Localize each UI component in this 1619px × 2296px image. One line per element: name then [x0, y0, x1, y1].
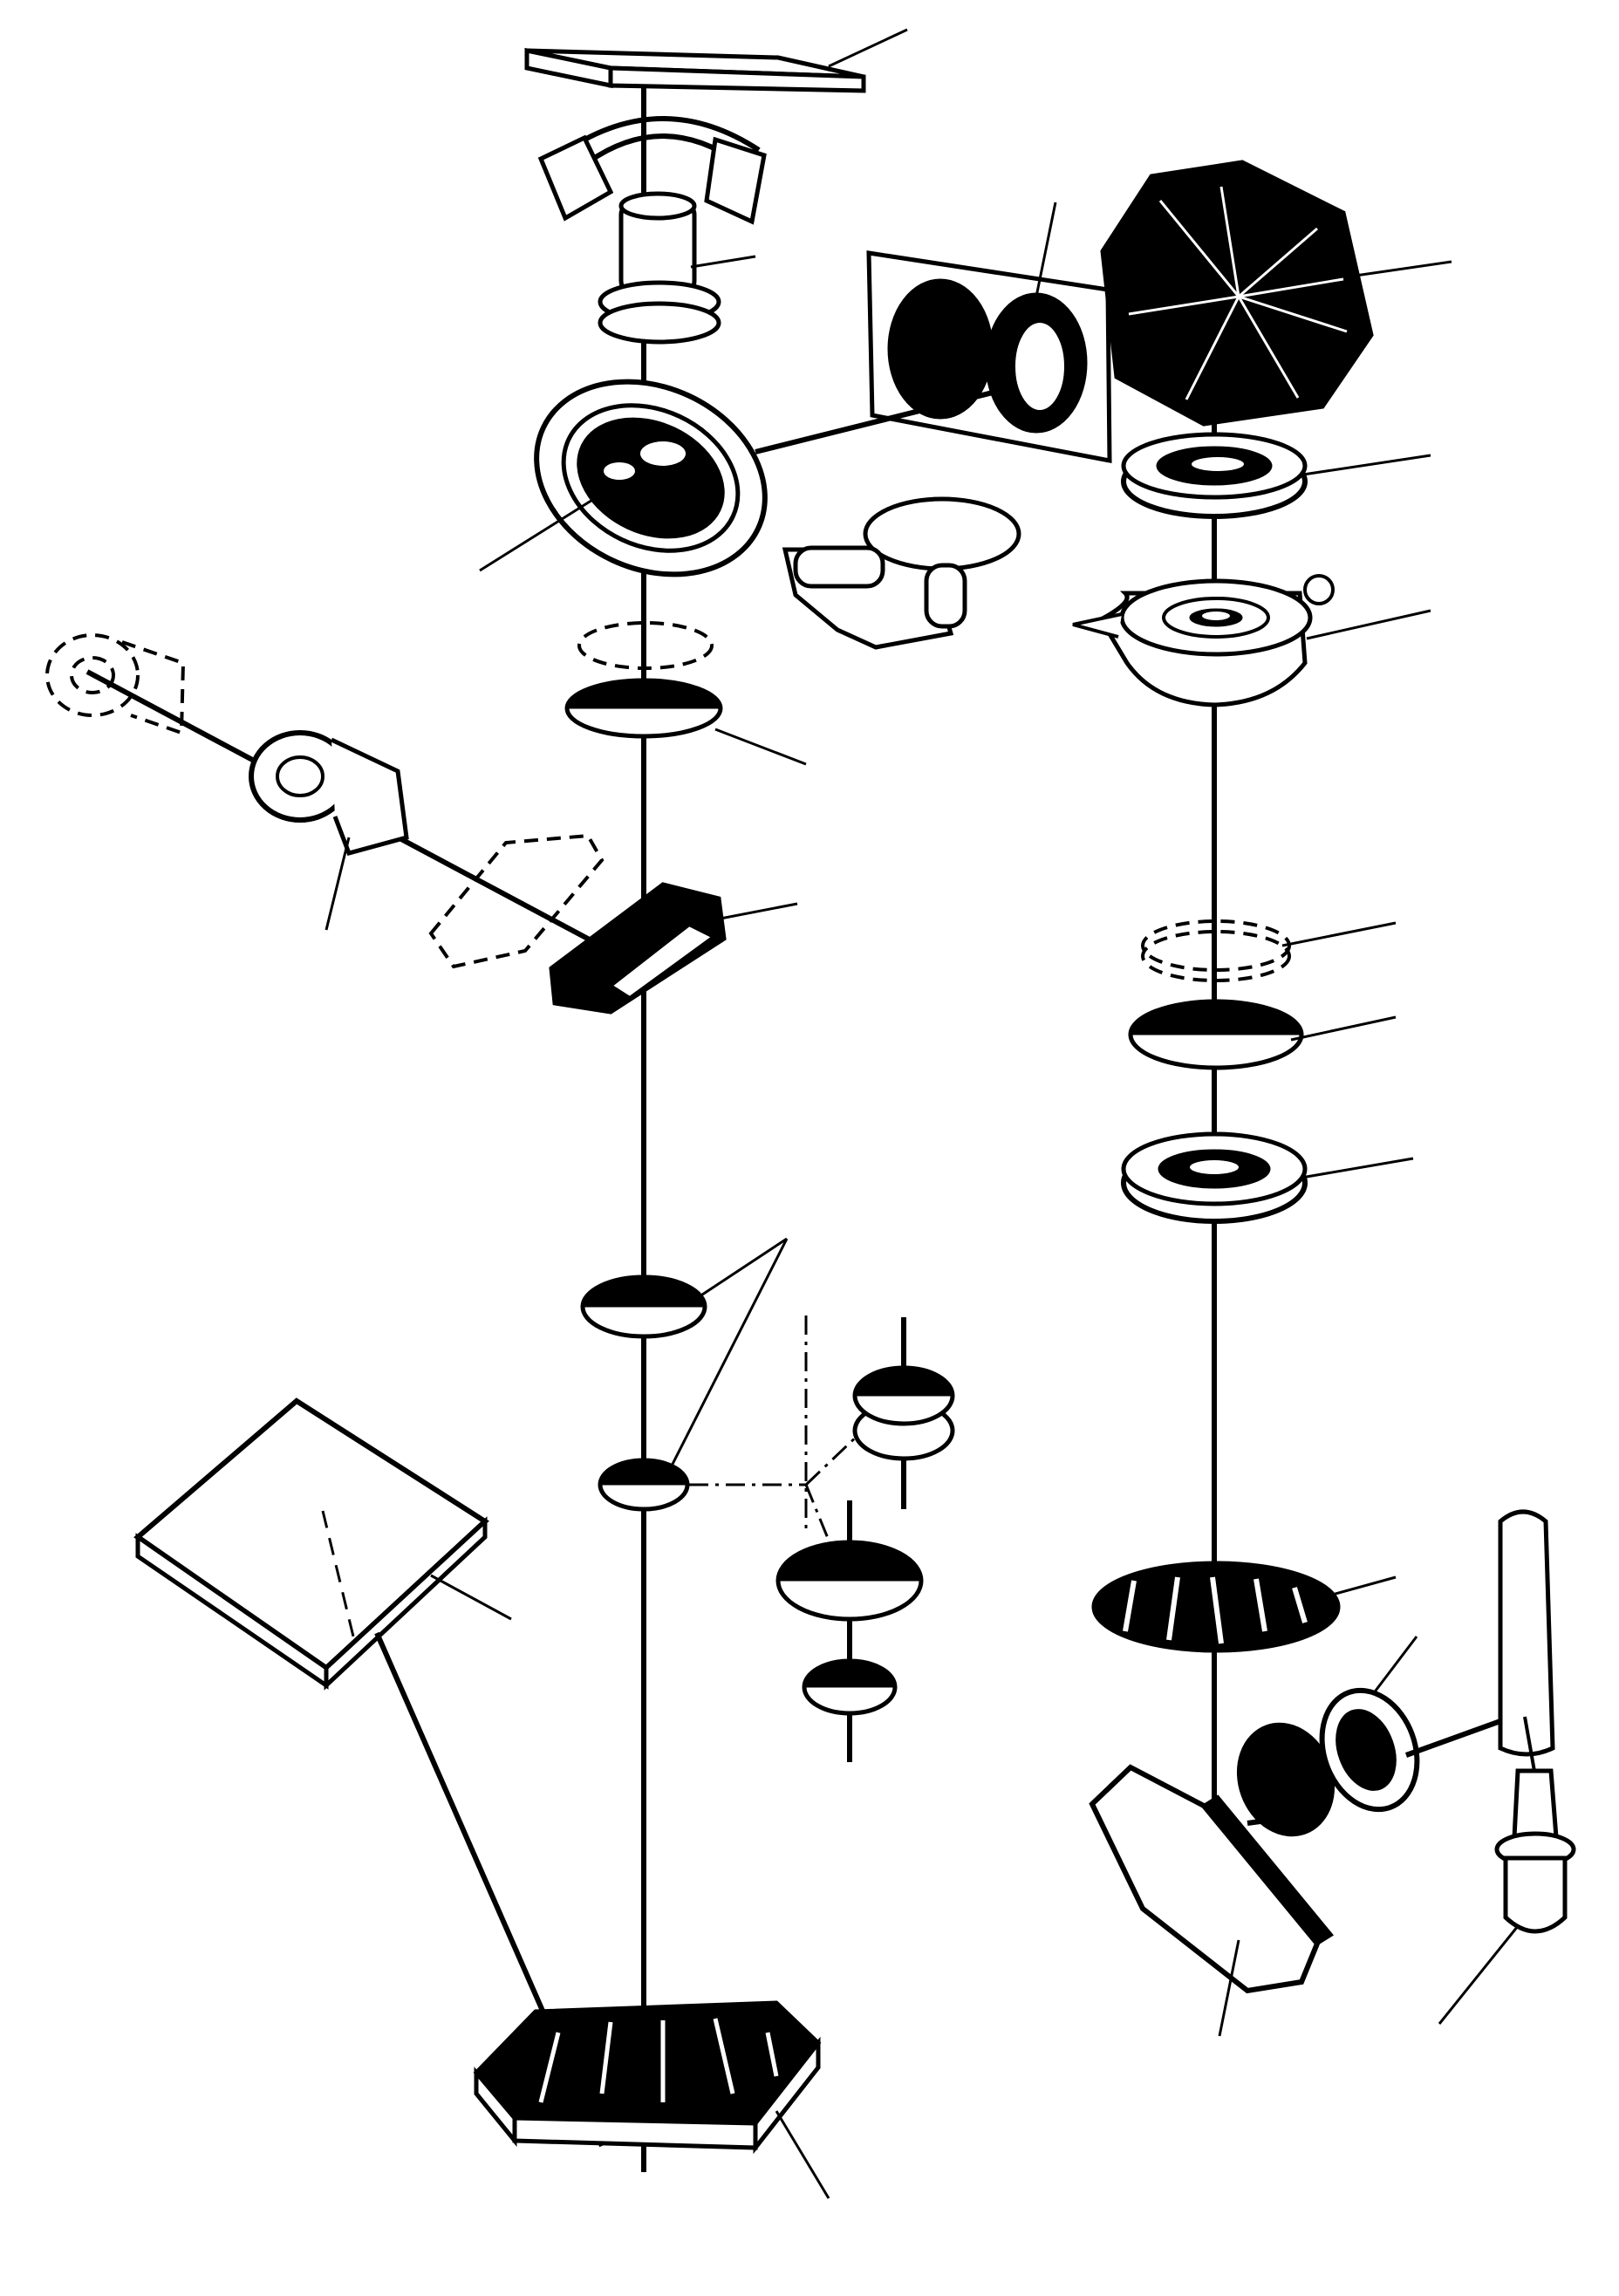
ground-glass-screen	[1100, 160, 1452, 427]
lamp-collector	[249, 730, 409, 931]
inclined-mirror	[549, 882, 798, 1015]
right-lamp-bulb	[1438, 1509, 1576, 2025]
dashed-filter-plate	[428, 833, 605, 969]
right-collector-lens	[1091, 1561, 1397, 1653]
right-lamp-condenser	[1236, 1636, 1534, 1837]
right-ring-lens-bottom	[1121, 1131, 1414, 1224]
detail-lens-stack	[775, 1317, 955, 1762]
side-illuminator	[45, 633, 612, 969]
objective-lens	[598, 191, 756, 345]
top-plate	[524, 28, 908, 93]
base-mirror	[473, 2000, 830, 2199]
slide-clamp	[782, 496, 1021, 650]
auxiliary-lens-pair	[564, 621, 807, 766]
right-field-mirror	[1089, 1764, 1334, 2037]
right-ring-lens-top	[1121, 432, 1431, 519]
right-dashed-lens	[1141, 919, 1397, 982]
dashed-lamp-housing	[45, 633, 186, 735]
large-ring-lens	[479, 379, 1014, 577]
revolving-nosepiece	[537, 116, 767, 225]
relay-lenses	[580, 1237, 789, 1512]
binocular-lens-plate	[866, 202, 1112, 464]
right-condenser-housing	[1072, 574, 1431, 707]
right-dark-lens	[1128, 999, 1397, 1070]
